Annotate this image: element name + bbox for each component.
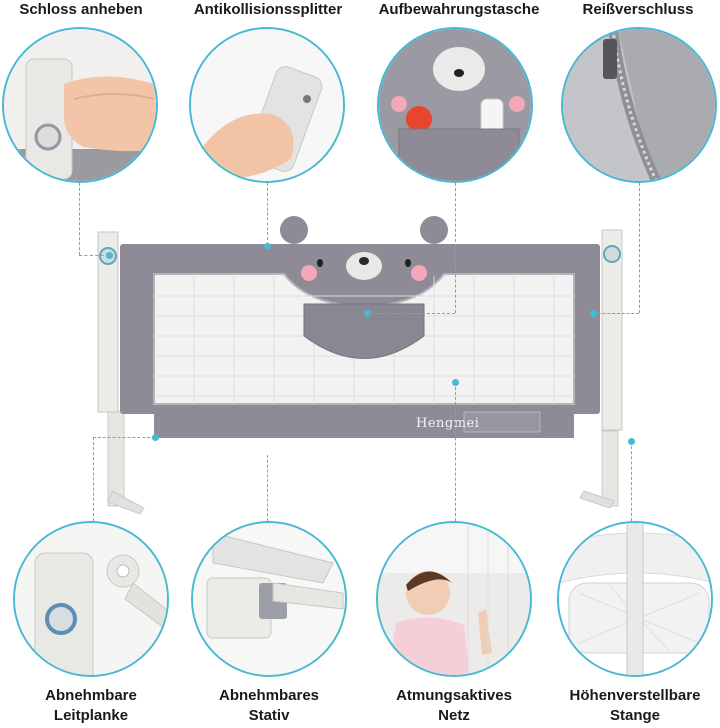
label-removable-stand: Abnehmbares Stativ [191,686,347,726]
leader-zipper-h [593,313,639,314]
label-height-adjustable-pole: Höhenverstellbare Stange [552,686,718,726]
leader-guardrail [93,437,94,521]
label-zipper: Reißverschluss [582,1,694,18]
marker-pole [628,438,635,445]
detail-mesh [376,521,532,677]
brand-logo: Hengmei [416,416,480,431]
label-removable-stand-line1: Abnehmbares [218,687,320,704]
label-lift-lock: Schloss anheben [19,1,143,18]
label-height-adjustable-pole-line1: Höhenverstellbare [569,687,701,704]
leader-stand [267,455,268,521]
leader-pocket-h [367,313,455,314]
leader-lift-lock-h [79,255,109,256]
marker-zipper [590,310,597,317]
label-breathable-mesh-line1: Atmungsaktives [396,687,512,704]
leader-mesh [455,382,456,521]
detail-splitter [189,27,345,183]
label-removable-guardrail-line1: Abnehmbare [45,687,137,704]
leader-zipper [639,183,640,313]
label-removable-stand-line2: Stativ [248,707,290,724]
leader-pocket [455,183,456,313]
label-storage-pocket: Aufbewahrungstasche [378,1,540,18]
leader-lift-lock [79,183,80,255]
marker-splitter [264,243,271,250]
bed-rail-product: Hengmei [94,216,634,516]
detail-stand [191,521,347,677]
marker-pocket [364,310,371,317]
label-breathable-mesh-line2: Netz [438,707,470,724]
marker-lift-lock [106,252,113,259]
detail-guardrail [13,521,169,677]
detail-height-pole [557,521,713,677]
detail-zipper [561,27,717,183]
label-removable-guardrail: Abnehmbare Leitplanke [13,686,169,726]
marker-guardrail [152,434,159,441]
leader-guardrail-h [93,437,155,438]
leader-pole [631,441,632,521]
marker-mesh [452,379,459,386]
detail-storage-pocket [377,27,533,183]
leader-splitter [267,183,268,245]
detail-lift-lock [2,27,158,183]
label-breathable-mesh: Atmungsaktives Netz [376,686,532,726]
label-anti-collision-splitter: Antikollisionssplitter [193,1,343,18]
label-removable-guardrail-line2: Leitplanke [53,707,129,724]
label-height-adjustable-pole-line2: Stange [609,707,660,724]
